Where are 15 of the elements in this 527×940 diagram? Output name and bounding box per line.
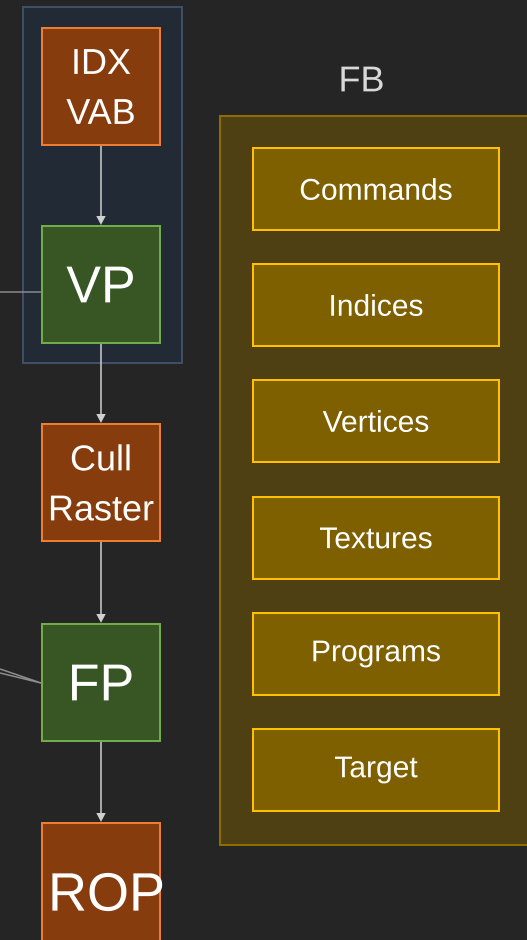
buffer-item-box: Textures bbox=[252, 496, 500, 580]
stage-box: Cull Raster bbox=[41, 423, 161, 542]
line bbox=[0, 668, 42, 684]
line bbox=[0, 672, 42, 684]
buffer-item-box: Target bbox=[252, 728, 500, 812]
stage-box: IDX VAB bbox=[41, 27, 161, 146]
line bbox=[0, 291, 41, 293]
node-label: FB bbox=[341, 66, 383, 92]
stage-box: ROP bbox=[41, 822, 162, 940]
buffer-item-box: Vertices bbox=[252, 379, 500, 463]
buffer-item-box: Programs bbox=[252, 612, 500, 696]
program-box: FP bbox=[41, 623, 161, 742]
program-box: VP bbox=[41, 225, 161, 344]
buffer-item-box: Commands bbox=[252, 147, 500, 231]
buffer-item-box: Indices bbox=[252, 263, 500, 347]
